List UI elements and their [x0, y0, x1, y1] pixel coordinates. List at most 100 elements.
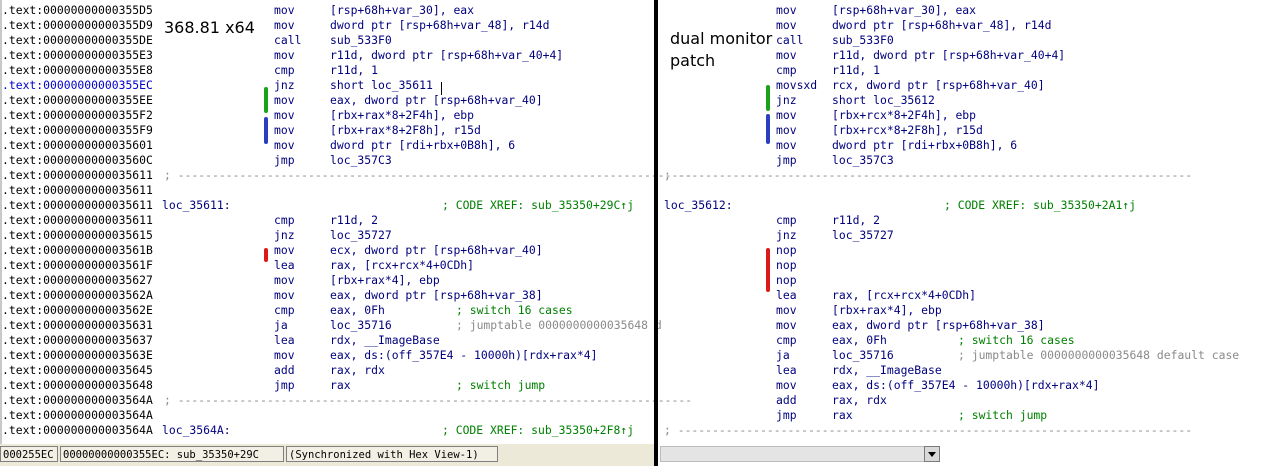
listing-line[interactable]: nop [658, 258, 1280, 273]
listing-line[interactable]: mov[rbx+rcx*8+2F8h], r15d [658, 123, 1280, 138]
mnemonic: lea [776, 363, 797, 377]
operands: rcx, dword ptr [rsp+68h+var_40] [832, 78, 1045, 92]
status-sync[interactable]: (Synchronized with Hex View-1) [286, 446, 498, 462]
operands: loc_35727 [832, 228, 894, 242]
mnemonic: mov [274, 138, 295, 152]
green-marker [264, 87, 268, 113]
mnemonic: cmp [776, 213, 797, 227]
listing-line[interactable]: jmp loc_357C3 [658, 153, 1280, 168]
mnemonic: mov [274, 93, 295, 107]
operands: dword ptr [rsp+68h+var_48], r14d [330, 18, 550, 32]
listing-line[interactable]: .text:0000000000035611; ----------------… [0, 168, 692, 183]
code-label: loc_35612: [664, 198, 733, 212]
operands: rax, rdx [330, 363, 385, 377]
mnemonic: mov [776, 123, 797, 137]
operands: [rsp+68h+var_30], eax [330, 3, 475, 17]
operands: rax, [rcx+rcx*4+0CDh] [330, 258, 475, 272]
operands: eax, dword ptr [rsp+68h+var_38] [832, 318, 1045, 332]
listing-line[interactable]: .text:000000000003564A; ----------------… [0, 393, 692, 408]
mnemonic: cmp [274, 213, 295, 227]
left-disassembly-pane[interactable]: .text:00000000000355D5 mov [rsp+68h+var_30… [0, 0, 692, 466]
horizontal-scrollbar[interactable] [660, 446, 940, 462]
mnemonic: jmp [776, 153, 797, 167]
mnemonic: call [274, 33, 302, 47]
listing-line[interactable]: ; --------------------------------------… [658, 168, 1280, 183]
mnemonic: mov [776, 48, 797, 62]
operands: loc_357C3 [832, 153, 894, 167]
chevron-down-icon[interactable] [924, 446, 940, 462]
comment: ; switch jump [456, 378, 546, 392]
mnemonic: mov [274, 243, 295, 257]
operands: rdx, __ImageBase [330, 333, 440, 347]
address: .text:0000000000035637 [2, 333, 153, 347]
listing-line[interactable]: loc_35612:; CODE XREF: sub_35350+2A1↑j [658, 198, 1280, 213]
listing-line[interactable] [658, 183, 1280, 198]
address: .text:00000000000355D5 [2, 3, 153, 17]
listing-line[interactable]: .text:000000000003564A [0, 408, 654, 423]
address: .text:000000000003563E [2, 348, 153, 362]
operands: eax, ds:(off_357E4 - 10000h)[rdx+rax*4] [832, 378, 1100, 392]
mnemonic: jmp [776, 408, 797, 422]
mnemonic: ja [776, 348, 790, 362]
address: .text:0000000000035611 [2, 198, 153, 212]
listing-line[interactable]: mov[rbx+rax*4], ebp [658, 303, 1280, 318]
listing-line[interactable]: mov[rbx+rcx*8+2F4h], ebp [658, 108, 1280, 123]
operands: rax [832, 408, 853, 422]
left-caption: 368.81 x64 [164, 18, 255, 37]
operands: sub_533F0 [330, 33, 392, 47]
mnemonic: cmp [776, 333, 797, 347]
operands: rax, rdx [832, 393, 887, 407]
listing-line[interactable]: mov[rsp+68h+var_30], eax [658, 3, 1280, 18]
operands: eax, dword ptr [rsp+68h+var_40] [330, 93, 543, 107]
listing-line[interactable]: ; --------------------------------------… [658, 423, 1280, 438]
listing-line[interactable]: .text:0000000000035611 [0, 183, 654, 198]
listing-line[interactable]: nop [658, 273, 1280, 288]
operands: [rsp+68h+var_30], eax [832, 3, 977, 17]
listing-line[interactable]: nop [658, 243, 1280, 258]
operands: [rbx+rax*8+2F8h], r15d [330, 123, 481, 137]
